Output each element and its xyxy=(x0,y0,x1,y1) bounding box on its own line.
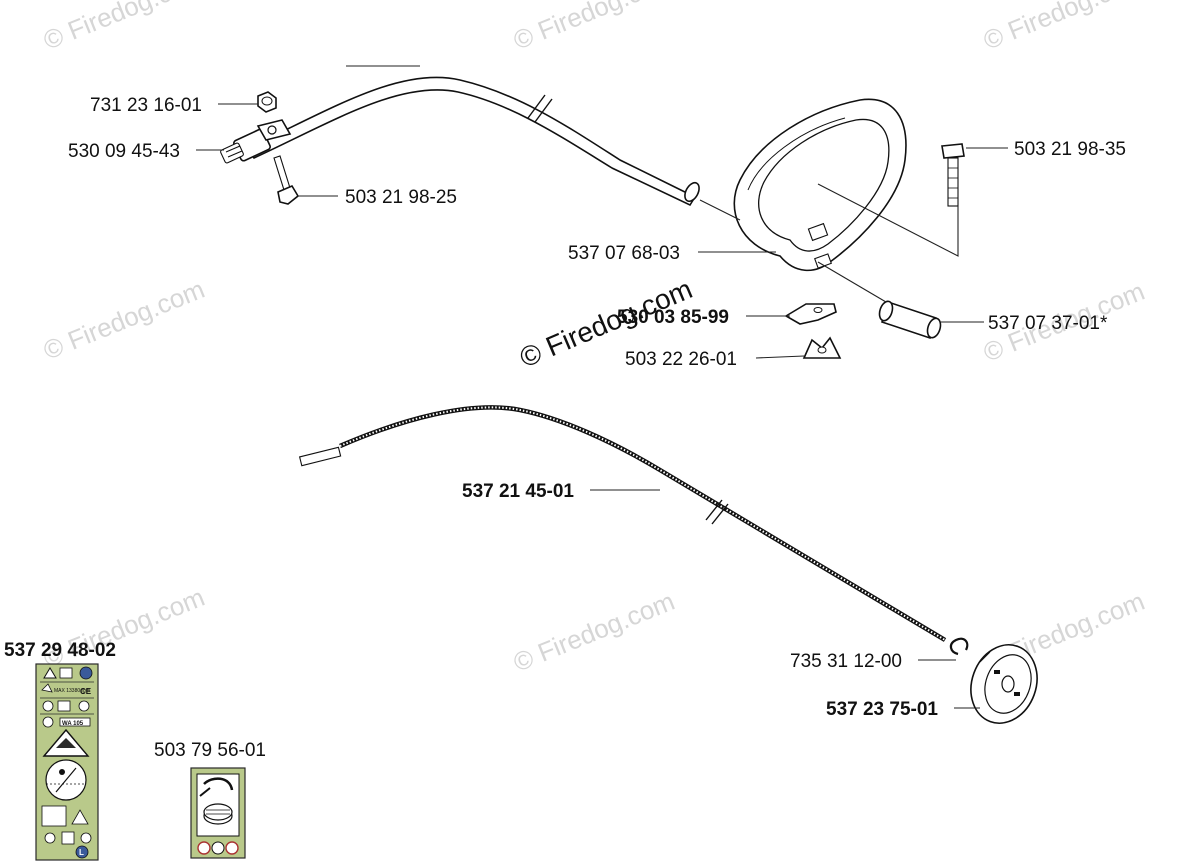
decal-ce-mark: CE xyxy=(80,687,92,696)
part-label-503-21-98-25: 503 21 98-25 xyxy=(345,187,457,208)
part-label-731-23-16-01: 731 23 16-01 xyxy=(90,95,202,116)
bracket-part xyxy=(784,303,837,325)
spacer-part xyxy=(878,300,942,340)
watermark: © Firedog.com xyxy=(39,274,209,366)
watermark: © Firedog.com xyxy=(509,586,679,678)
part-label-530-03-85-99: 530 03 85-99 xyxy=(617,307,729,328)
part-label-735-31-12-00: 735 31 12-00 xyxy=(790,651,902,672)
handle-bolt-part xyxy=(941,143,965,207)
watermark: © Firedog.com xyxy=(979,0,1149,56)
part-label-537-29-48-02: 537 29 48-02 xyxy=(4,640,116,661)
decal-sound-badge: WA 105 xyxy=(62,721,84,727)
decal-corner-badge: L xyxy=(79,848,84,857)
decal-model-text: MAX 13380 rpm xyxy=(54,688,90,694)
part-label-537-23-75-01: 537 23 75-01 xyxy=(826,699,938,720)
shaft-tube xyxy=(220,76,700,207)
part-label-503-21-98-35: 503 21 98-35 xyxy=(1014,139,1126,160)
circlip-part xyxy=(949,637,969,656)
watermark: © Firedog.com xyxy=(39,0,209,56)
flex-shaft xyxy=(298,405,947,642)
bolt-part xyxy=(273,155,300,205)
watermark: © Firedog.com xyxy=(509,0,679,56)
wing-nut-part xyxy=(802,336,842,359)
leader-lines xyxy=(196,65,1008,709)
part-label-530-09-45-43: 530 09 45-43 xyxy=(68,141,180,162)
part-label-537-07-37-01: 537 07 37-01* xyxy=(988,313,1108,334)
part-label-537-21-45-01: 537 21 45-01 xyxy=(462,481,574,502)
part-label-503-79-56-01: 503 79 56-01 xyxy=(154,740,266,761)
part-label-537-07-68-03: 537 07 68-03 xyxy=(568,243,680,264)
part-label-503-22-26-01: 503 22 26-01 xyxy=(625,349,737,370)
trimmer-decal xyxy=(190,767,246,859)
drum-part xyxy=(970,644,1038,724)
part-labels: 731 23 16-01 530 09 45-43 503 21 98-25 5… xyxy=(4,95,1126,761)
nut-part xyxy=(257,91,277,113)
warning-decal: MAX 13380 rpm CE WA 105 L xyxy=(35,663,99,861)
